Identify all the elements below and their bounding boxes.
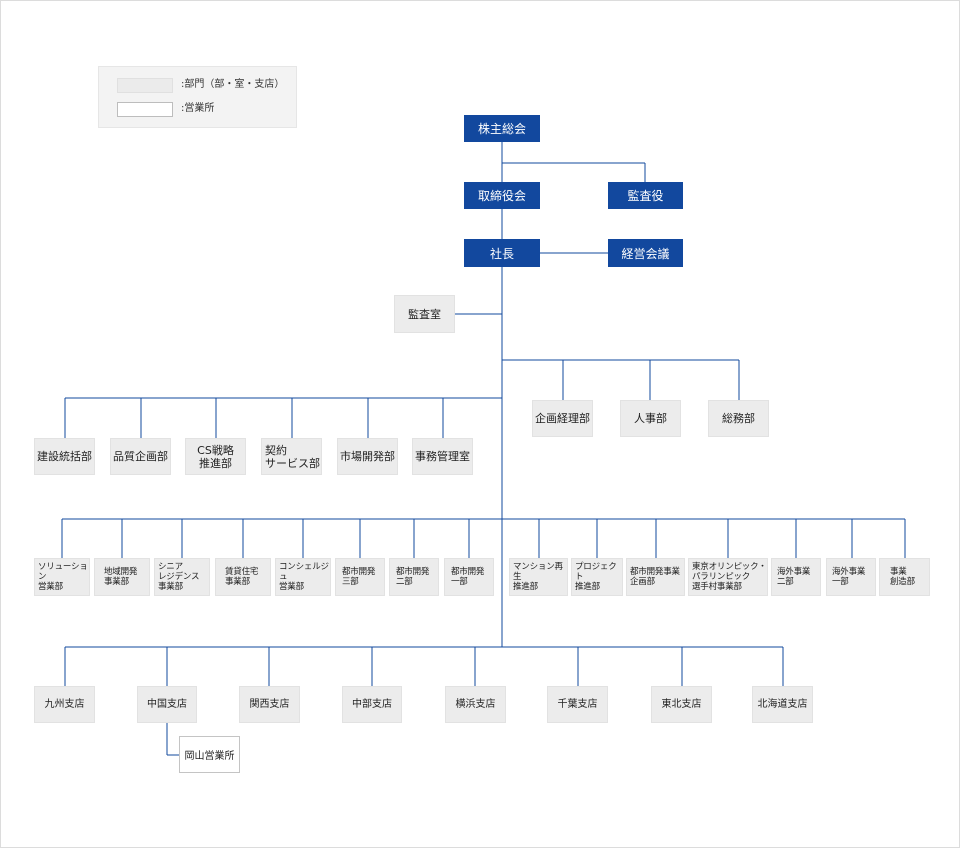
node-branch: 東北支店 [651,686,712,723]
node-branch: 関西支店 [239,686,300,723]
legend-office-swatch [117,102,173,117]
node-dept-row2: 都市開発事業 企画部 [626,558,685,596]
node-dept-row2: 都市開発 一部 [444,558,494,596]
node-dept-row2: ソリューション 営業部 [34,558,90,596]
node-dept-row2: プロジェクト 推進部 [571,558,623,596]
node-admin-dept: 企画経理部 [532,400,593,437]
node-dept-row2: 事業 創造部 [879,558,930,596]
node-branch: 中部支店 [342,686,402,723]
node-branch: 北海道支店 [752,686,813,723]
node-dept-row2: 都市開発 二部 [389,558,439,596]
node-dept-row2: シニア レジデンス 事業部 [154,558,210,596]
node-branch: 九州支店 [34,686,95,723]
legend: :部門（部・室・支店） :営業所 [98,66,297,128]
node-dept-row2: コンシェルジュ 営業部 [275,558,331,596]
node-dept-row2: 賃貸住宅 事業部 [215,558,271,596]
node-dept-row2: 都市開発 三部 [335,558,385,596]
node-branch: 中国支店 [137,686,197,723]
node-president: 社長 [464,239,540,267]
node-admin-dept: 総務部 [708,400,769,437]
node-audit-office: 監査室 [394,295,455,333]
node-auditor: 監査役 [608,182,683,209]
node-dept-row1: 契約 サービス部 [261,438,322,475]
node-dept-row1: 事務管理室 [412,438,473,475]
node-dept-row2: 海外事業 二部 [771,558,821,596]
node-board-of-directors: 取締役会 [464,182,540,209]
node-management-council: 経営会議 [608,239,683,267]
node-dept-row2: 海外事業 一部 [826,558,876,596]
node-dept-row1: 建設統括部 [34,438,95,475]
node-sales-office: 岡山営業所 [179,736,240,773]
node-admin-dept: 人事部 [620,400,681,437]
node-dept-row2: マンション再生 推進部 [509,558,568,596]
node-dept-row2: 地域開発 事業部 [94,558,150,596]
node-dept-row1: 市場開発部 [337,438,398,475]
node-dept-row1: 品質企画部 [110,438,171,475]
node-branch: 千葉支店 [547,686,608,723]
node-dept-row2: 東京オリンピック・ パラリンピック 選手村事業部 [688,558,768,596]
legend-department-label: :部門（部・室・支店） [181,79,285,90]
legend-office-label: :営業所 [181,103,215,114]
legend-department-swatch [117,78,173,93]
node-dept-row1: CS戦略 推進部 [185,438,246,475]
node-branch: 横浜支店 [445,686,506,723]
node-shareholders-meeting: 株主総会 [464,115,540,142]
